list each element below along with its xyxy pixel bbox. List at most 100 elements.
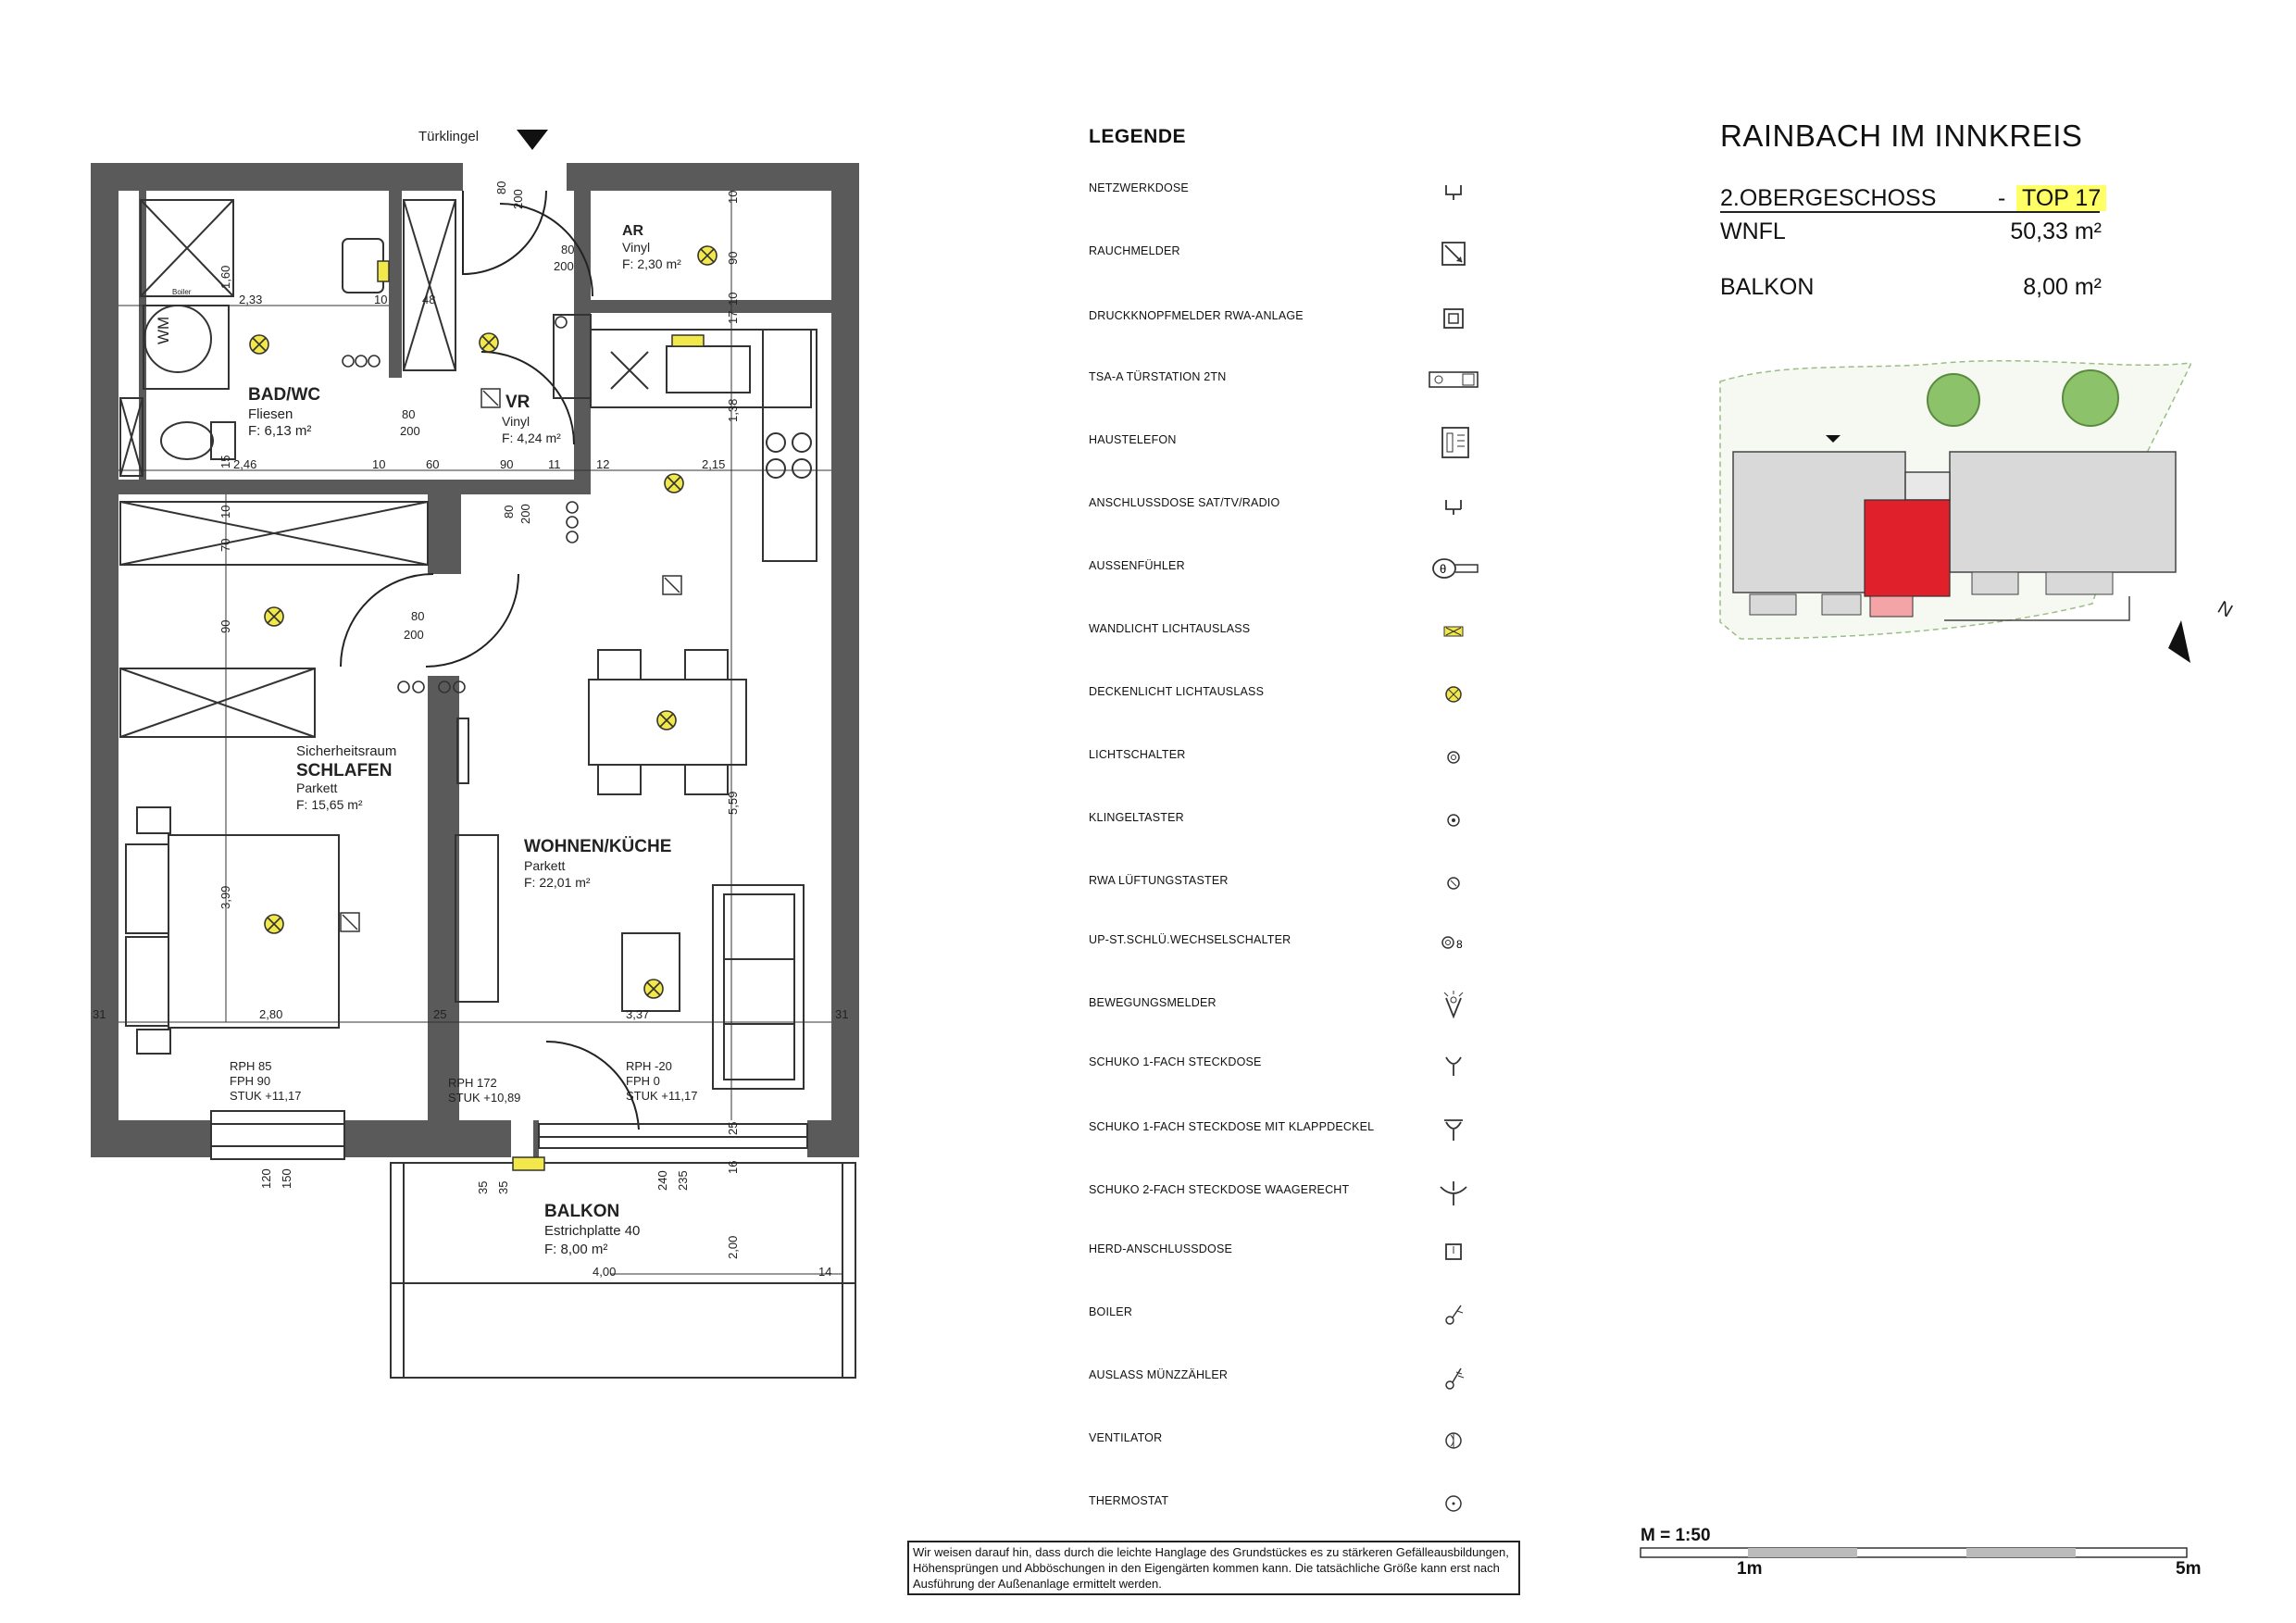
legend-item-label: WANDLICHT LICHTAUSLASS <box>1089 622 1251 635</box>
dim-15: 15 <box>218 456 232 468</box>
balkon-label: BALKON <box>1720 274 1815 300</box>
legend-item: DRUCKKNOPFMELDER RWA-ANLAGE <box>1083 300 1518 337</box>
legend-item-label: NETZWERKDOSE <box>1089 181 1189 194</box>
door-living-height: 200 <box>518 504 532 524</box>
dim-90b: 90 <box>726 252 740 265</box>
entrance-arrow-icon <box>517 130 548 150</box>
height-rph2: RPH 172 <box>448 1076 497 1090</box>
dim-12: 12 <box>596 457 609 471</box>
switch-icons <box>342 316 579 693</box>
legend-item-label: AUSLASS MÜNZZÄHLER <box>1089 1368 1229 1381</box>
dim-3-99: 3,99 <box>218 886 232 909</box>
legend-item: RAUCHMELDER <box>1083 235 1518 272</box>
room-ar-area: F: 2,30 m² <box>622 256 681 271</box>
legend-item: TSA-A TÜRSTATION 2TN <box>1083 361 1518 398</box>
legend-item: RWA LÜFTUNGSTASTER <box>1083 865 1518 902</box>
door-ar-height: 200 <box>554 259 574 273</box>
socket-double-icon <box>1426 1174 1481 1211</box>
scale-tick-5m: 5m <box>2176 1559 2202 1579</box>
dim-35a: 35 <box>476 1181 490 1194</box>
wnfl-value: 50,33 m² <box>2010 218 2102 244</box>
height-fph3: FPH 0 <box>626 1074 660 1088</box>
living-furniture <box>455 649 805 1090</box>
house-phone-icon <box>1426 424 1481 461</box>
network-socket-icon <box>1426 172 1481 209</box>
room-bad-area: F: 6,13 m² <box>248 423 311 439</box>
room-vr-area: F: 4,24 m² <box>502 431 561 445</box>
room-balkon-area: F: 8,00 m² <box>544 1242 607 1257</box>
room-balkon-floor: Estrichplatte 40 <box>544 1223 640 1239</box>
site-plan: N <box>1719 359 2236 663</box>
legend-item-label: HAUSTELEFON <box>1089 433 1177 446</box>
dim-3-37: 3,37 <box>626 1007 649 1021</box>
tree-icon <box>2062 369 2119 427</box>
sat-tv-socket-icon <box>1426 487 1481 524</box>
ceiling-light-icon <box>1426 676 1481 713</box>
room-bad-name: BAD/WC <box>248 385 320 405</box>
dim-90c: 90 <box>218 620 232 633</box>
door-living-width: 80 <box>502 506 516 518</box>
legend-item: SCHUKO 1-FACH STECKDOSE <box>1083 1046 1518 1083</box>
socket-single-icon <box>1426 1046 1481 1083</box>
bathroom-fixtures <box>119 199 456 477</box>
wnfl-label: WNFL <box>1720 218 1786 244</box>
legend-item: DECKENLICHT LICHTAUSLASS <box>1083 676 1518 713</box>
legend-item-label: THERMOSTAT <box>1089 1494 1169 1507</box>
door-bad-width: 80 <box>402 407 415 421</box>
legend-item-label: BOILER <box>1089 1305 1133 1318</box>
legend-item-label: DECKENLICHT LICHTAUSLASS <box>1089 685 1265 698</box>
smoke-detector-icons <box>340 388 682 932</box>
key-switch-icon: 8 <box>1426 924 1481 961</box>
legend-item: HERD-ANSCHLUSSDOSE <box>1083 1233 1518 1270</box>
door-vr-width: 80 <box>494 181 508 194</box>
legend-item: LICHTSCHALTER <box>1083 739 1518 776</box>
legend-item-label: SCHUKO 1-FACH STECKDOSE MIT KLAPPDECKEL <box>1089 1120 1375 1133</box>
dimension-lines <box>119 191 842 1275</box>
dim-25b: 25 <box>726 1122 740 1135</box>
legend-item: SCHUKO 2-FACH STECKDOSE WAAGERECHT <box>1083 1174 1518 1211</box>
label-boiler: Boiler <box>172 288 192 296</box>
ceiling-light-icons <box>249 245 718 999</box>
light-switch-icon <box>1426 739 1481 776</box>
project-title: RAINBACH IM INNKREIS <box>1720 119 2083 153</box>
dim-5-59: 5,59 <box>726 792 740 815</box>
floor-underline <box>1720 211 2100 213</box>
fan-icon <box>1426 1422 1481 1459</box>
dim-150: 150 <box>280 1168 293 1189</box>
door-schlafen-height: 200 <box>404 628 424 642</box>
floor-label: 2.OBERGESCHOSS <box>1720 185 1937 211</box>
north-arrow-icon <box>2168 620 2190 663</box>
dim-11: 11 <box>548 457 561 471</box>
room-ar-name: AR <box>622 223 644 239</box>
room-balkon-name: BALKON <box>544 1202 619 1221</box>
label-tuerklingel: Türklingel <box>418 129 479 144</box>
legend-item-label: LICHTSCHALTER <box>1089 748 1186 761</box>
dim-10d: 10 <box>726 191 740 204</box>
windows-balcony <box>210 1110 856 1379</box>
dim-48: 48 <box>422 293 435 306</box>
dim-120: 120 <box>259 1168 273 1189</box>
room-wohnen-floor: Parkett <box>524 858 565 873</box>
legend-item-label: VENTILATOR <box>1089 1431 1163 1444</box>
legend-item: KLINGELTASTER <box>1083 802 1518 839</box>
dim-10b: 10 <box>372 457 385 471</box>
door-swings <box>340 190 640 1130</box>
dim-14: 14 <box>818 1265 831 1279</box>
dim-2-33: 2,33 <box>239 293 262 306</box>
socket-lid-icon <box>1426 1111 1481 1148</box>
legend-item-label: DRUCKKNOPFMELDER RWA-ANLAGE <box>1089 309 1304 322</box>
legend-item-label: KLINGELTASTER <box>1089 811 1184 824</box>
legend-item: NETZWERKDOSE <box>1083 172 1518 209</box>
scale-bar <box>1640 1547 2188 1558</box>
legend-item-label: ANSCHLUSSDOSE SAT/TV/RADIO <box>1089 496 1280 509</box>
door-station-icon <box>1426 361 1481 398</box>
svg-text:8: 8 <box>1456 938 1463 951</box>
legend-item: ANSCHLUSSDOSE SAT/TV/RADIO <box>1083 487 1518 524</box>
smoke-detector-icon <box>1426 235 1481 272</box>
dim-60: 60 <box>426 457 439 471</box>
doorbell-button-icon <box>1426 802 1481 839</box>
height-stuk3: STUK +11,17 <box>626 1089 697 1103</box>
door-ar-width: 80 <box>561 243 574 256</box>
dim-70: 70 <box>218 539 232 552</box>
